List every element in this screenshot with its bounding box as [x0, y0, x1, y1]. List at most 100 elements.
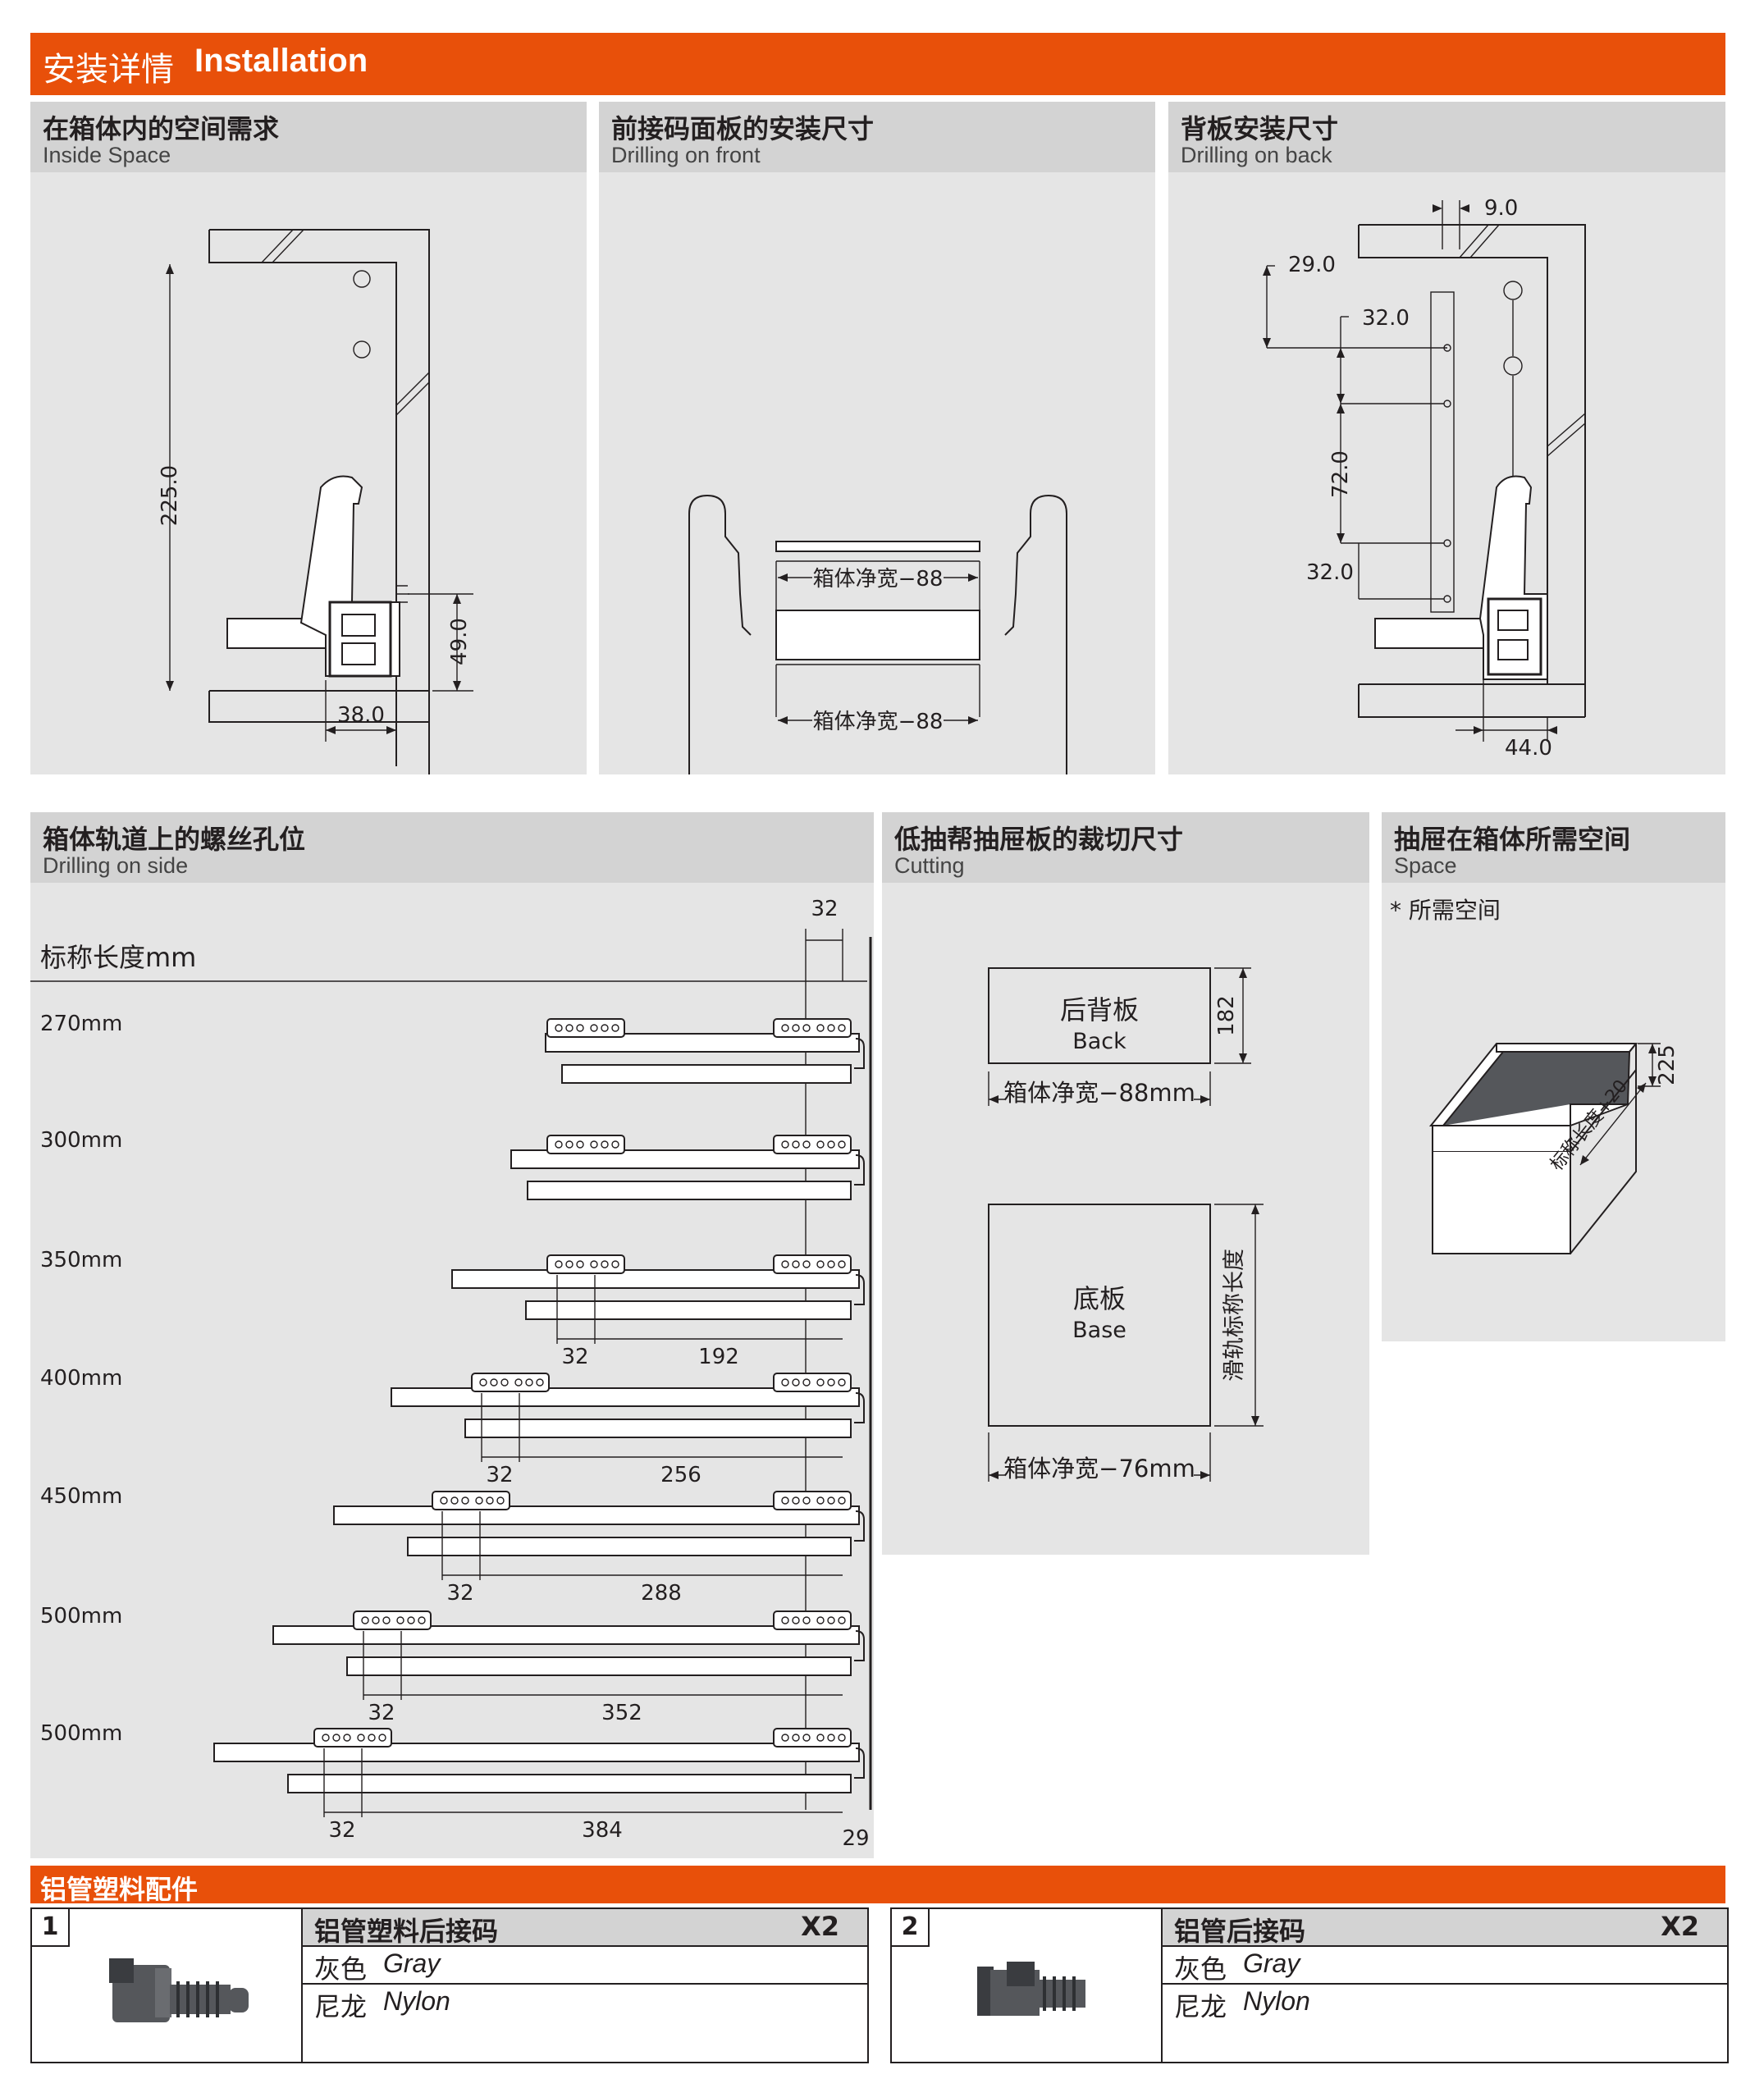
back-board-width: 箱体净宽−88mm — [1003, 1079, 1195, 1107]
accessory-qty-2: X2 — [1661, 1911, 1699, 1942]
drilling-back-title-en: Drilling on back — [1181, 143, 1332, 167]
dim-small: 32 — [446, 1581, 473, 1606]
back-board-cn: 后背板 — [1060, 994, 1139, 1026]
rear-bracket — [773, 1018, 852, 1038]
dim-end: 29 — [842, 1826, 869, 1851]
screw-hole — [332, 1734, 340, 1742]
front-bracket — [546, 1254, 625, 1274]
screw-hole — [590, 1024, 598, 1032]
screw-hole — [781, 1496, 789, 1505]
accessory-name-1: 铝管塑料后接码 — [314, 1916, 499, 1947]
screw-hole — [565, 1024, 574, 1032]
dim-small: 32 — [561, 1345, 588, 1369]
base-board-height: 滑轨标称长度 — [1222, 1249, 1247, 1382]
base-board-en: Base — [1072, 1318, 1126, 1343]
screw-hole — [781, 1260, 789, 1268]
front-bracket — [471, 1373, 550, 1392]
accessory-card-1: 1 铝管塑料后接码 X2 灰色 Gray 尼龙 Nylon — [30, 1907, 869, 2063]
screw-hole — [396, 1616, 404, 1624]
screw-hole — [479, 1378, 487, 1387]
accessory-material-row-2: 尼龙 Nylon — [1163, 1985, 1727, 2022]
screw-hole — [486, 1496, 494, 1505]
screw-hole — [816, 1024, 825, 1032]
screw-hole — [555, 1024, 563, 1032]
section-title-cn: 安装详情 — [43, 51, 174, 89]
screw-hole — [816, 1616, 825, 1624]
screw-hole — [827, 1496, 835, 1505]
drilling-front-panel: 前接码面板的安装尺寸 Drilling on front 箱体净宽−88 箱体净… — [599, 102, 1155, 774]
accessory-color-row-1: 灰色 Gray — [303, 1947, 867, 1985]
upper-rail — [391, 1387, 860, 1407]
upper-rail — [333, 1505, 860, 1525]
screw-hole — [838, 1496, 846, 1505]
side-row-label: 300mm — [40, 1128, 122, 1153]
upper-rail — [451, 1269, 860, 1289]
side-row-label: 500mm — [40, 1604, 122, 1629]
screw-hole — [792, 1140, 800, 1149]
screw-hole — [525, 1378, 533, 1387]
accessories-title: 铝管塑料配件 — [40, 1874, 199, 1905]
accessory-mat-en-1: Nylon — [383, 1986, 450, 2016]
drilling-front-title-cn: 前接码面板的安装尺寸 — [611, 113, 875, 144]
rear-connector-plastic-image — [109, 1958, 249, 2022]
dim-large: 192 — [698, 1345, 739, 1369]
screw-hole — [792, 1734, 800, 1742]
accessory-mat-en-2: Nylon — [1243, 1986, 1310, 2016]
screw-hole — [838, 1260, 846, 1268]
rear-bracket — [773, 1491, 852, 1510]
screw-hole — [838, 1734, 846, 1742]
front-bracket — [546, 1018, 625, 1038]
cutting-panel: 低抽帮抽屉板的裁切尺寸 Cutting 后背板 Back 182 箱体净宽−88… — [882, 812, 1369, 1555]
screw-hole — [378, 1734, 386, 1742]
drilling-side-panel: 箱体轨道上的螺丝孔位 Drilling on side 标称长度mm 32 27… — [30, 812, 874, 1858]
screw-hole — [792, 1496, 800, 1505]
screw-hole — [496, 1496, 505, 1505]
upper-rail — [272, 1625, 860, 1645]
rear-bracket — [773, 1135, 852, 1154]
drilling-back-title-cn: 背板安装尺寸 — [1181, 113, 1339, 144]
accessory-qty-1: X2 — [801, 1911, 839, 1942]
screw-hole — [781, 1734, 789, 1742]
rail-end — [854, 1038, 865, 1069]
screw-hole — [601, 1140, 609, 1149]
accessory-name-2: 铝管后接码 — [1174, 1916, 1306, 1947]
rail-end — [854, 1154, 865, 1186]
accessory-material-row-1: 尼龙 Nylon — [303, 1985, 867, 2022]
accessory-info-2: 铝管后接码 X2 灰色 Gray 尼龙 Nylon — [1161, 1909, 1727, 2062]
screw-hole — [536, 1378, 544, 1387]
screw-hole — [838, 1140, 846, 1149]
accessory-mat-cn-1: 尼龙 — [314, 1991, 368, 2022]
screw-hole — [514, 1378, 523, 1387]
screw-hole — [565, 1140, 574, 1149]
lower-rail — [287, 1774, 852, 1793]
screw-hole — [555, 1260, 563, 1268]
screw-hole — [816, 1378, 825, 1387]
section-title-bar: 安装详情 Installation — [30, 33, 1725, 95]
screw-hole — [792, 1024, 800, 1032]
screw-hole — [802, 1140, 811, 1149]
cutting-header: 低抽帮抽屉板的裁切尺寸 Cutting — [882, 812, 1369, 883]
dim-large: 384 — [582, 1818, 623, 1843]
screw-hole — [802, 1024, 811, 1032]
accessory-color-row-2: 灰色 Gray — [1163, 1947, 1727, 1985]
screw-hole — [611, 1024, 619, 1032]
base-board — [988, 1204, 1211, 1427]
drilling-side-header: 箱体轨道上的螺丝孔位 Drilling on side — [30, 812, 874, 883]
accessory-mat-cn-2: 尼龙 — [1174, 1991, 1227, 2022]
screw-hole — [792, 1260, 800, 1268]
drilling-front-header: 前接码面板的安装尺寸 Drilling on front — [599, 102, 1155, 172]
base-board-width: 箱体净宽−76mm — [1003, 1455, 1195, 1483]
screw-hole — [827, 1024, 835, 1032]
screw-hole — [555, 1140, 563, 1149]
space-panel: 抽屉在箱体所需空间 Space * 所需空间 225 标称长度+20 — [1382, 812, 1725, 1341]
screw-hole — [838, 1378, 846, 1387]
cutting-title-cn: 低抽帮抽屉板的裁切尺寸 — [894, 824, 1184, 855]
space-title-cn: 抽屉在箱体所需空间 — [1394, 824, 1631, 855]
side-row-label: 400mm — [40, 1366, 122, 1391]
rail-end — [854, 1274, 865, 1305]
drilling-back-diagram: 9.0 29.0 32.0 72.0 32.0 44.0 — [1263, 196, 1586, 761]
side-top-dim: 32 — [811, 897, 838, 921]
drilling-back-header: 背板安装尺寸 Drilling on back — [1168, 102, 1725, 172]
